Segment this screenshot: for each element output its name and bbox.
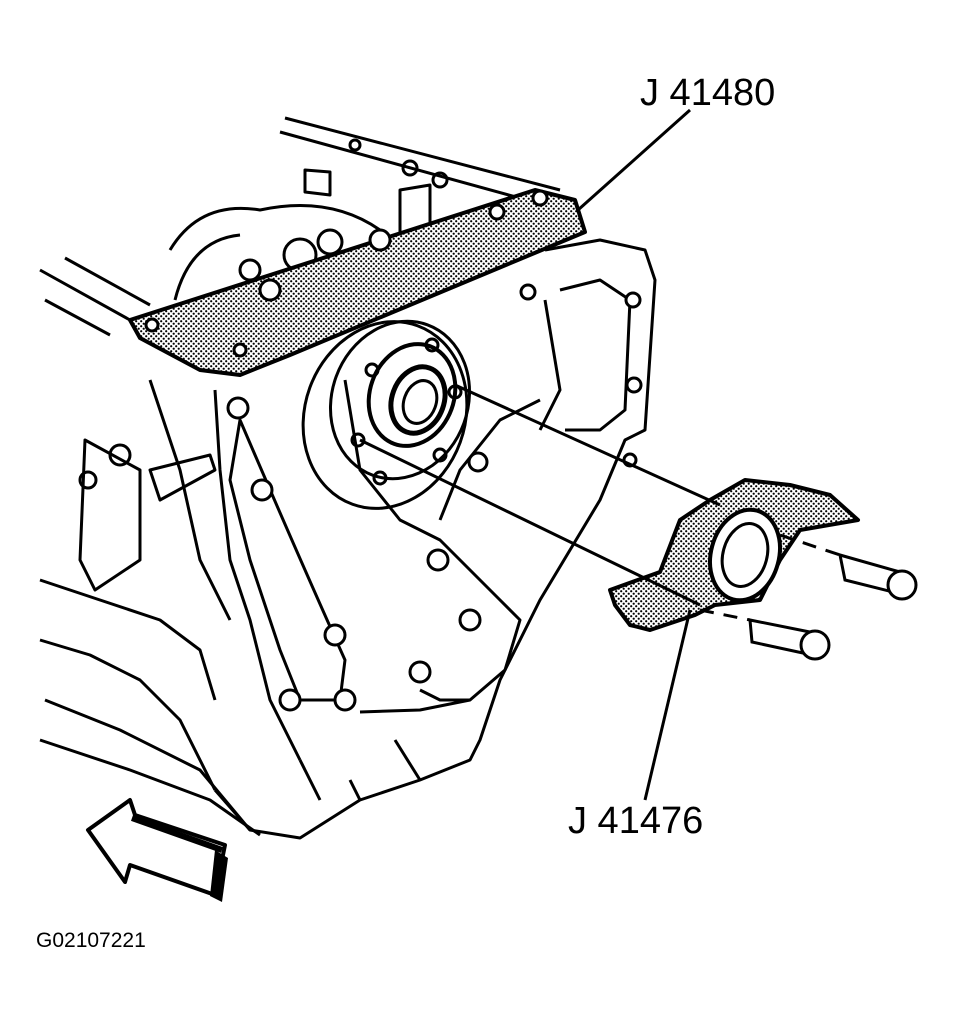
- leader-j41480: [577, 108, 691, 212]
- tool-j41476-installer: [608, 478, 860, 632]
- engine-block: [39, 116, 657, 840]
- callout-j41480: J 41480: [640, 72, 776, 114]
- figure-id: G02107221: [36, 929, 146, 952]
- leader-j41476: [643, 609, 692, 801]
- leader-lines: [577, 108, 692, 801]
- tool-j41480-bar: [128, 188, 587, 377]
- callout-j41476: J 41476: [568, 800, 704, 842]
- crankshaft-hub: [301, 319, 472, 510]
- alignment-lines: [359, 383, 841, 622]
- cover-bolts: [226, 283, 643, 712]
- installer-bolts: [748, 552, 918, 661]
- front-direction-arrow-icon: [86, 798, 228, 902]
